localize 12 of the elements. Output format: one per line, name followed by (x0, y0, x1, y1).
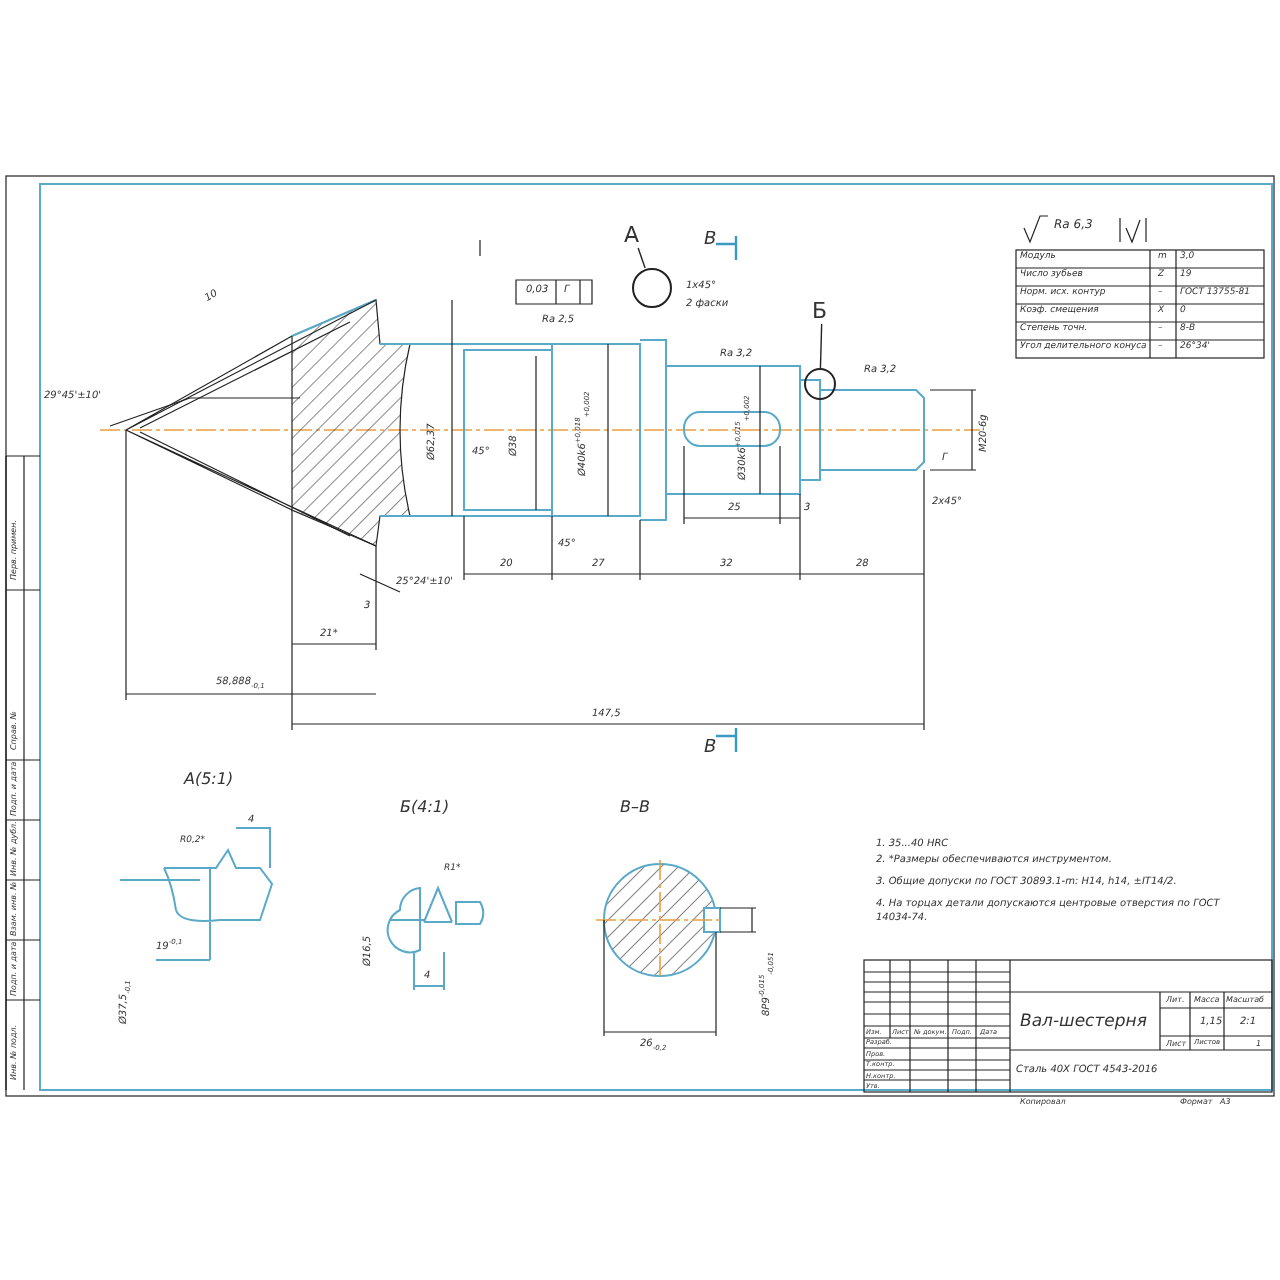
section-title: В–В (620, 800, 650, 816)
leader-line (819, 323, 823, 369)
section-mark: В (704, 740, 717, 758)
detail-circle (804, 368, 836, 400)
section-title: А(5:1) (184, 772, 234, 788)
leader-line (637, 247, 646, 269)
part-name: Вал-шестерня (1020, 1014, 1147, 1031)
section-mark: В (704, 232, 717, 250)
detail-letter: Б (812, 300, 832, 324)
detail-circle (632, 268, 672, 308)
detail-letter: А (624, 224, 644, 248)
section-title: Б(4:1) (400, 800, 450, 816)
